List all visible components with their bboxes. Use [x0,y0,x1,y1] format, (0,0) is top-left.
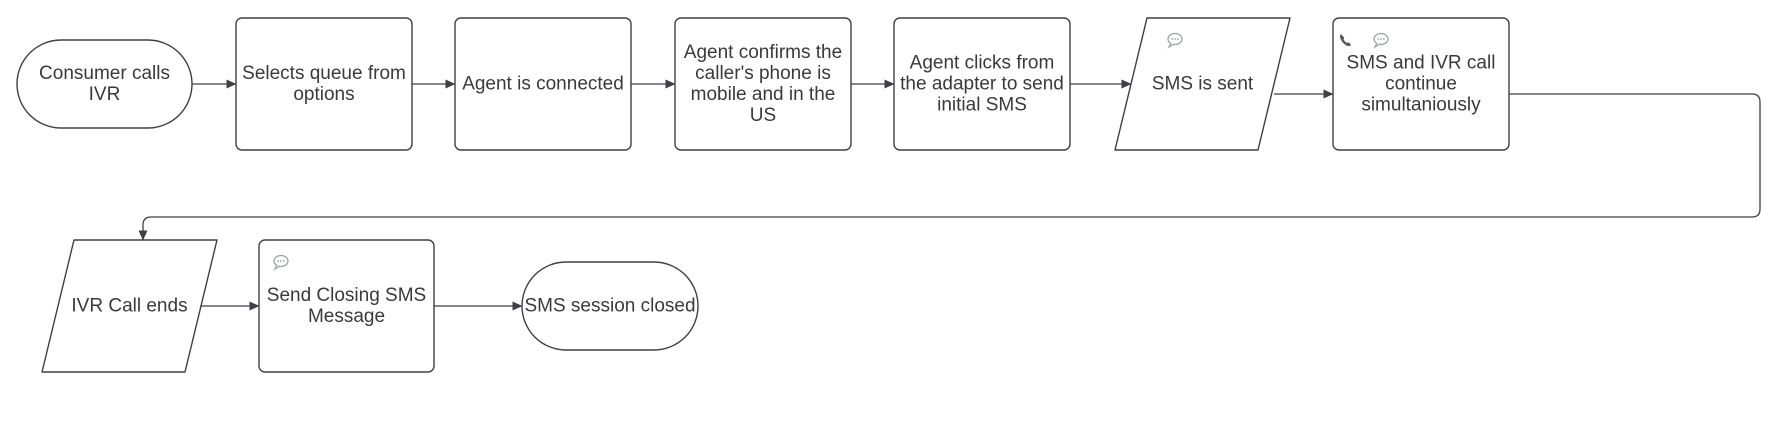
node-label-line: SMS and IVR call [1347,53,1496,74]
node-label-line: simultaniously [1361,95,1481,116]
node-label-line: Send Closing SMS [267,285,426,306]
connector-layer [138,79,1761,311]
node-label-line: Agent is connected [462,74,624,95]
node-label-line: IVR Call ends [71,296,187,317]
node-sms-session-closed[interactable]: SMS session closed [521,261,699,351]
node-agent-connected[interactable]: Agent is connected [454,17,632,151]
node-label-line: Selects queue from [242,63,406,84]
process-shape [893,17,1071,151]
node-label-line: options [293,84,354,105]
node-label-line: Consumer calls [39,63,170,84]
node-label-line: Message [308,306,385,327]
chat-bubble-icon [273,254,289,271]
data-shape [41,239,218,373]
node-label-line: IVR [89,84,121,105]
chat-bubble-icon [1373,32,1389,49]
arrow-sms-ivr-continue-to-ivr-call-ends [138,93,1761,241]
node-label-line: SMS session closed [524,296,695,317]
process-shape [235,17,413,151]
node-ivr-call-ends[interactable]: IVR Call ends [41,239,218,373]
node-label-line: initial SMS [937,95,1027,116]
node-sms-sent[interactable]: SMS is sent [1114,17,1291,151]
process-shape [454,17,632,151]
process-shape [258,239,435,373]
node-label-line: Agent confirms the [684,42,842,63]
process-shape [674,17,852,151]
terminal-shape [16,39,193,129]
node-label-line: mobile and in the [691,84,836,105]
chat-bubble-icon [1167,32,1183,49]
node-label-line: Agent clicks from [910,53,1055,74]
data-shape [1114,17,1291,151]
terminal-shape [521,261,699,351]
node-label-line: caller's phone is [695,63,831,84]
node-label-line: the adapter to send [900,74,1064,95]
phone-icon [1340,34,1351,47]
node-label-line: continue [1385,74,1457,95]
node-label-line: SMS is sent [1152,74,1254,95]
node-label-line: US [750,105,776,126]
process-shape [1332,17,1510,151]
